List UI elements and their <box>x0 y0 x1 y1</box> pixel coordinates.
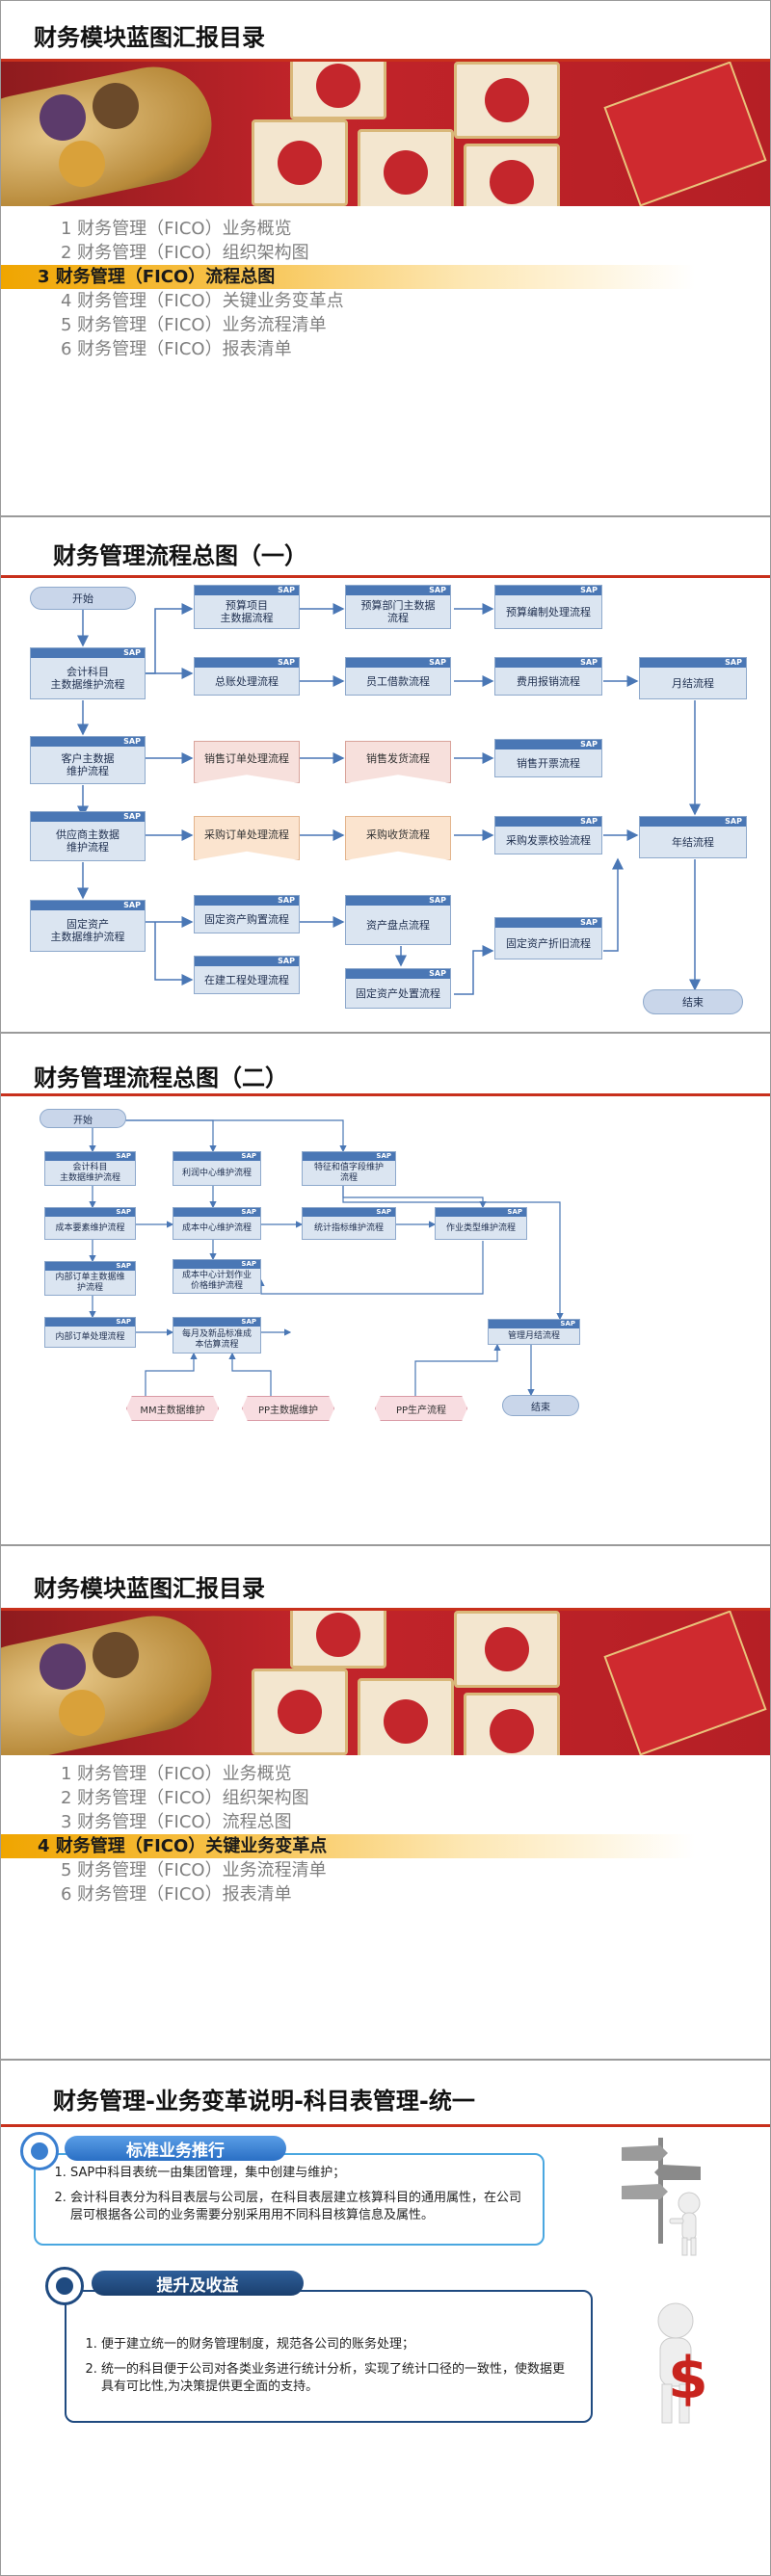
toc-list: 1 财务管理（FICO）业务概览 2 财务管理（FICO）组织架构图 3 财务管… <box>1 1762 770 1906</box>
benefit-item-1: 便于建立统一的财务管理制度，规范各公司的账务处理； <box>101 2336 575 2353</box>
end-node[interactable]: 结束 <box>502 1395 579 1416</box>
dollar-figure-icon: $ <box>657 2302 708 2424</box>
toc-item-3[interactable]: 3 财务管理（FICO）流程总图 <box>61 1812 292 1832</box>
slide-change-note: 财务管理-业务变革说明-科目表管理-统一 SAP中科目表统一由集团管理，集中创建… <box>0 2060 771 2576</box>
mooncake-banner-image <box>1 62 770 206</box>
title-underline <box>1 59 770 62</box>
title-underline <box>1 1093 770 1096</box>
mooncake-banner-image <box>1 1611 770 1755</box>
start-node[interactable]: 开始 <box>30 587 136 610</box>
toc-item-1[interactable]: 1 财务管理（FICO）业务概览 <box>61 219 292 239</box>
slide-title: 财务模块蓝图汇报目录 <box>34 24 265 51</box>
title-underline <box>1 2124 770 2127</box>
toc-item-1[interactable]: 1 财务管理（FICO）业务概览 <box>61 1764 292 1784</box>
slide-toc-2: 财务模块蓝图汇报目录 1 财务管理（FICO）业务概览 2 财务管理（FICO）… <box>0 1545 771 2060</box>
benefit-item-2: 统一的科目便于公司对各类业务进行统计分析，实现了统计口径的一致性，使数据更具有可… <box>101 2361 575 2396</box>
slide-flow-1: 财务管理流程总图（一） <box>0 516 771 1033</box>
toc-item-6[interactable]: 6 财务管理（FICO）报表清单 <box>61 1884 292 1905</box>
slide-title: 财务模块蓝图汇报目录 <box>34 1575 265 1602</box>
section-tab-standard[interactable]: 标准业务推行 <box>65 2136 286 2161</box>
standard-practice-box: SAP中科目表统一由集团管理，集中创建与维护； 会计科目表分为科目表层与公司层，… <box>34 2153 545 2246</box>
toc-item-5[interactable]: 5 财务管理（FICO）业务流程清单 <box>61 315 327 335</box>
standard-item-1: SAP中科目表统一由集团管理，集中创建与维护； <box>70 2165 527 2182</box>
toc-item-6[interactable]: 6 财务管理（FICO）报表清单 <box>61 339 292 359</box>
slide-title: 财务管理-业务变革说明-科目表管理-统一 <box>53 2088 475 2115</box>
node-pp-prod[interactable]: PP生产流程 <box>375 1396 467 1421</box>
standard-item-2: 会计科目表分为科目表层与公司层，在科目表层建立核算科目的通用属性，在公司层可根据… <box>70 2190 527 2224</box>
flow-connectors <box>77 603 701 995</box>
toc-item-3-active[interactable]: 3 财务管理（FICO）流程总图 <box>1 265 770 289</box>
node-pp-master[interactable]: PP主数据维护 <box>242 1396 334 1421</box>
benefit-box: 便于建立统一的财务管理制度，规范各公司的账务处理； 统一的科目便于公司对各类业务… <box>65 2290 593 2423</box>
title-underline <box>1 1608 770 1611</box>
section-bullet-icon <box>45 2267 84 2305</box>
slide-title: 财务管理流程总图（二） <box>34 1065 288 1091</box>
start-node[interactable]: 开始 <box>40 1109 126 1128</box>
toc-item-4[interactable]: 4 财务管理（FICO）关键业务变革点 <box>61 291 344 311</box>
toc-item-2[interactable]: 2 财务管理（FICO）组织架构图 <box>61 243 309 263</box>
title-underline <box>1 575 770 578</box>
toc-item-4-active[interactable]: 4 财务管理（FICO）关键业务变革点 <box>1 1834 770 1858</box>
toc-list: 1 财务管理（FICO）业务概览 2 财务管理（FICO）组织架构图 3 财务管… <box>1 217 770 361</box>
slide-toc-1: 财务模块蓝图汇报目录 1 财务管理（FICO）业务概览 2 财务管理（FICO）… <box>0 0 771 516</box>
slide-title: 财务管理流程总图（一） <box>53 542 307 569</box>
section-tab-benefit[interactable]: 提升及收益 <box>92 2271 304 2296</box>
svg-text:$: $ <box>668 2345 708 2412</box>
toc-item-5[interactable]: 5 财务管理（FICO）业务流程清单 <box>61 1860 327 1880</box>
end-node[interactable]: 结束 <box>643 989 743 1014</box>
node-mm-master[interactable]: MM主数据维护 <box>126 1396 219 1421</box>
section-bullet-icon <box>20 2132 59 2170</box>
signpost-figure-icon <box>622 2138 701 2256</box>
toc-item-2[interactable]: 2 财务管理（FICO）组织架构图 <box>61 1788 309 1808</box>
